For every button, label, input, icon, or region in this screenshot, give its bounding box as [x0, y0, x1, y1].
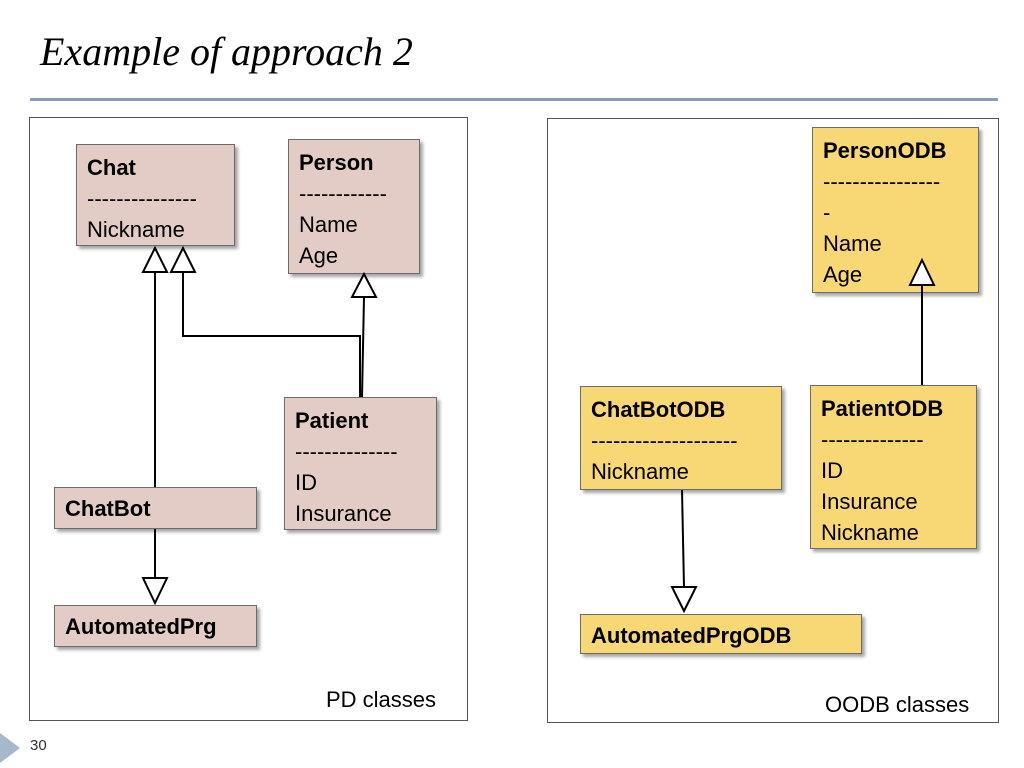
class-attribute: Nickname: [821, 520, 919, 545]
inheritance-arrowhead: [350, 271, 378, 298]
class-patientodb: PatientODB -------------- ID Insurance N…: [810, 385, 977, 549]
class-attribute: Name: [823, 231, 882, 256]
oodb-classes-panel: [547, 118, 999, 723]
class-attribute: Insurance: [295, 501, 392, 526]
class-separator: --------------: [821, 427, 924, 452]
class-separator: -: [823, 200, 831, 225]
class-person: Person ------------ Name Age: [288, 139, 420, 274]
connector-chatbotodb-automatedprgodb: [681, 489, 685, 588]
class-name: ChatBot: [65, 496, 151, 521]
connector-patient-chat: [182, 272, 361, 397]
class-patient: Patient -------------- ID Insurance: [284, 397, 437, 530]
class-name: ChatBotODB: [591, 397, 726, 422]
class-name: Patient: [295, 408, 369, 433]
pd-classes-caption: PD classes: [326, 687, 437, 712]
inheritance-arrowhead: [141, 577, 169, 606]
class-name: Chat: [87, 155, 136, 180]
connector-patient-person: [361, 296, 365, 398]
class-name: PersonODB: [823, 138, 947, 163]
class-name: Person: [299, 150, 374, 175]
page-number: 30: [30, 737, 47, 754]
inheritance-arrowhead: [670, 586, 698, 614]
footer-triangle-icon: [0, 733, 20, 763]
class-attribute: ID: [295, 470, 317, 495]
class-separator: --------------------: [591, 428, 738, 453]
inheritance-arrowhead: [908, 257, 936, 286]
class-separator: ------------: [299, 181, 387, 206]
class-separator: --------------: [295, 439, 398, 464]
class-attribute: Age: [299, 243, 339, 268]
pd-classes-panel: [29, 117, 468, 721]
class-separator: ---------------: [87, 186, 197, 211]
class-name: AutomatedPrg: [65, 614, 217, 639]
class-attribute: Nickname: [591, 459, 689, 484]
inheritance-arrowhead: [141, 245, 169, 273]
class-name: AutomatedPrgODB: [591, 623, 792, 648]
class-name: PatientODB: [821, 396, 944, 421]
class-automatedprg: AutomatedPrg: [54, 605, 257, 647]
oodb-classes-caption: OODB classes: [825, 692, 970, 717]
class-personodb: PersonODB ---------------- - Name Age: [812, 127, 979, 293]
class-attribute: ID: [821, 458, 843, 483]
slide-title: Example of approach 2: [40, 29, 413, 74]
title-divider: [30, 98, 998, 101]
class-attribute: Name: [299, 212, 358, 237]
class-attribute: Age: [823, 262, 863, 287]
class-attribute: Nickname: [87, 217, 185, 242]
inheritance-arrowhead: [169, 245, 197, 273]
class-chatbotodb: ChatBotODB -------------------- Nickname: [580, 386, 782, 490]
class-separator: ----------------: [823, 169, 941, 194]
class-chat: Chat --------------- Nickname: [76, 144, 235, 246]
class-chatbot: ChatBot: [54, 487, 257, 529]
class-attribute: Insurance: [821, 489, 918, 514]
class-automatedprgodb: AutomatedPrgODB: [580, 614, 862, 654]
